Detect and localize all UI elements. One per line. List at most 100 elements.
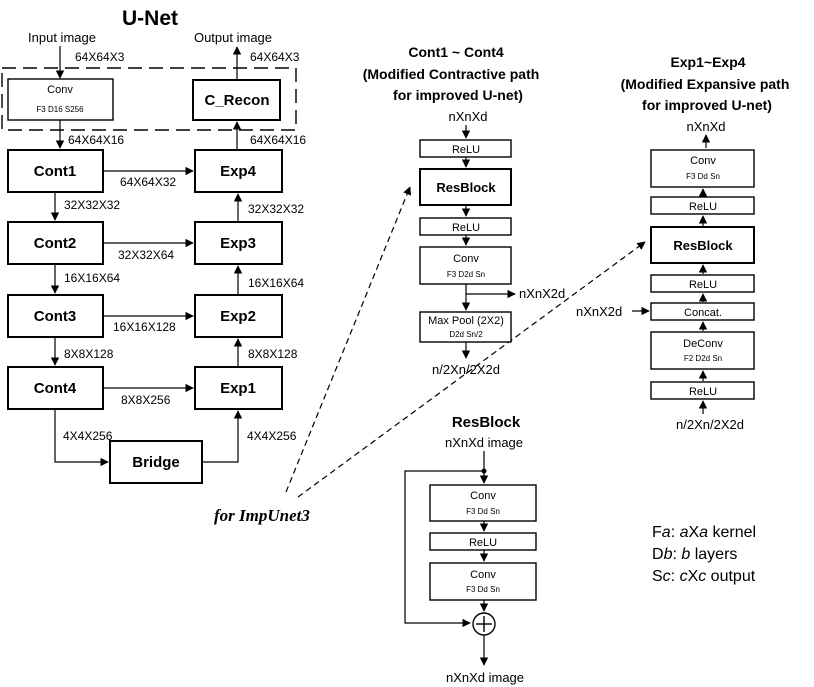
cont1-box	[7, 149, 104, 193]
resblock-conv2-label: Conv	[470, 569, 496, 581]
exp3-box	[194, 221, 283, 265]
c-recon-label: C_Recon	[204, 92, 269, 109]
expand-title-line1: Exp1~Exp4	[670, 54, 745, 70]
down3-label: 8X8X128	[64, 347, 114, 361]
expand-title-line3: for improved U-net)	[642, 97, 772, 113]
expand-conv-params: F3 Dd Sn	[686, 172, 720, 181]
expand-input-label: n/2Xn/2X2d	[676, 417, 744, 432]
recon-in-size: 64X64X16	[250, 133, 306, 147]
resblock-conv1-box	[429, 484, 537, 522]
resblock-relu-box	[429, 532, 537, 551]
legend-sc: Sc: cXc output	[652, 568, 756, 585]
up1-label: 8X8X128	[248, 347, 298, 361]
resblock-conv2-box	[429, 562, 537, 601]
down4-arrow	[54, 409, 109, 467]
resblock-input-label: nXnXd image	[445, 435, 523, 450]
expand-relu-mid-label: ReLU	[689, 279, 717, 291]
contract-title-line2: (Modified Contractive path	[363, 66, 540, 82]
up3-label: 32X32X32	[248, 202, 304, 216]
expand-relu-top-box	[650, 196, 755, 215]
skip4-label: 8X8X256	[121, 393, 171, 407]
exp1-box	[194, 366, 283, 410]
expand-output-label: nXnXd	[686, 119, 725, 134]
exp2-box	[194, 294, 283, 338]
resblock-output-label: nXnXd image	[446, 670, 524, 685]
conv-box	[7, 78, 114, 121]
down4-label: 4X4X256	[63, 429, 113, 443]
contract-resblock-label: ResBlock	[436, 180, 496, 195]
expand-side-label: nXnX2d	[576, 304, 622, 319]
add-operator-icon	[472, 612, 496, 636]
expand-relu-top-label: ReLU	[689, 201, 717, 213]
exp1-label: Exp1	[220, 380, 256, 397]
contract-conv-label: Conv	[453, 253, 479, 265]
resblock-title: ResBlock	[452, 414, 521, 431]
exp3-label: Exp3	[220, 235, 256, 252]
exp4-box	[194, 149, 283, 193]
cont1-label: Cont1	[34, 163, 77, 180]
contract-side-label: nXnX2d	[519, 286, 565, 301]
bridge-up-arrow	[202, 410, 243, 463]
cont2-label: Cont2	[34, 235, 77, 252]
expand-concat-box	[650, 302, 755, 321]
expand-relu-bottom-box	[650, 381, 755, 400]
skip2-label: 32X32X64	[118, 248, 174, 262]
output-image-label: Output image	[194, 30, 272, 45]
contract-relu1-label: ReLU	[452, 144, 480, 156]
expand-conv-label: Conv	[690, 155, 716, 167]
conv-out-size: 64X64X16	[68, 133, 124, 147]
skip1-label: 64X64X32	[120, 175, 176, 189]
up2-label: 16X16X64	[248, 276, 304, 290]
unet-title: U-Net	[122, 7, 178, 30]
expand-resblock-label: ResBlock	[673, 238, 733, 253]
conv-label: Conv	[47, 84, 73, 96]
output-size-label: 64X64X3	[250, 50, 300, 64]
c-recon-box	[192, 79, 281, 121]
expand-concat-label: Concat.	[684, 307, 722, 319]
contract-maxpool-params: D2d Sn/2	[449, 330, 483, 339]
bridge-box	[109, 440, 203, 484]
legend-fa: Fa: aXa kernel	[652, 524, 756, 541]
bridge-up-label: 4X4X256	[247, 429, 297, 443]
expand-resblock-box	[650, 226, 755, 264]
cont4-label: Cont4	[34, 380, 77, 397]
contract-conv-params: F3 D2d Sn	[447, 270, 485, 279]
legend-db: Db: b layers	[652, 546, 737, 563]
skip3-label: 16X16X128	[113, 320, 176, 334]
contract-relu2-label: ReLU	[452, 222, 480, 234]
expand-relu-mid-box	[650, 274, 755, 293]
exp4-label: Exp4	[220, 163, 257, 180]
contract-maxpool-label: Max Pool (2X2)	[428, 315, 504, 327]
expand-relu-bottom-label: ReLU	[689, 386, 717, 398]
input-size-label: 64X64X3	[75, 50, 125, 64]
bridge-label: Bridge	[132, 454, 180, 471]
resblock-skip-arrow	[404, 470, 484, 628]
exp2-label: Exp2	[220, 308, 256, 325]
contract-resblock-box	[419, 168, 512, 206]
dashed-arrow-to-contract	[285, 186, 412, 493]
cont3-label: Cont3	[34, 308, 77, 325]
input-image-label: Input image	[28, 30, 96, 45]
expand-deconv-box	[650, 331, 755, 370]
contract-output-label: n/2Xn/2X2d	[432, 362, 500, 377]
expand-title-line2: (Modified Expansive path	[621, 76, 790, 92]
resblock-conv1-params: F3 Dd Sn	[466, 507, 500, 516]
cont3-box	[7, 294, 104, 338]
resblock-conv1-label: Conv	[470, 490, 496, 502]
contract-conv-box	[419, 246, 512, 285]
expand-deconv-params: F2 D2d Sn	[684, 354, 722, 363]
contract-maxpool-box	[419, 311, 512, 343]
dashed-arrow-to-expand	[297, 241, 646, 498]
down2-label: 16X16X64	[64, 271, 120, 285]
expand-deconv-label: DeConv	[683, 338, 723, 350]
preprocess-group-box	[1, 67, 297, 131]
contract-title-line1: Cont1 ~ Cont4	[408, 44, 503, 60]
contract-input-label: nXnXd	[448, 109, 487, 124]
resblock-relu-label: ReLU	[469, 537, 497, 549]
resblock-conv2-params: F3 Dd Sn	[466, 585, 500, 594]
expand-conv-box	[650, 149, 755, 188]
contract-title-line3: for improved U-net)	[393, 87, 523, 103]
down1-label: 32X32X32	[64, 198, 120, 212]
conv-params: F3 D16 S256	[36, 105, 84, 114]
